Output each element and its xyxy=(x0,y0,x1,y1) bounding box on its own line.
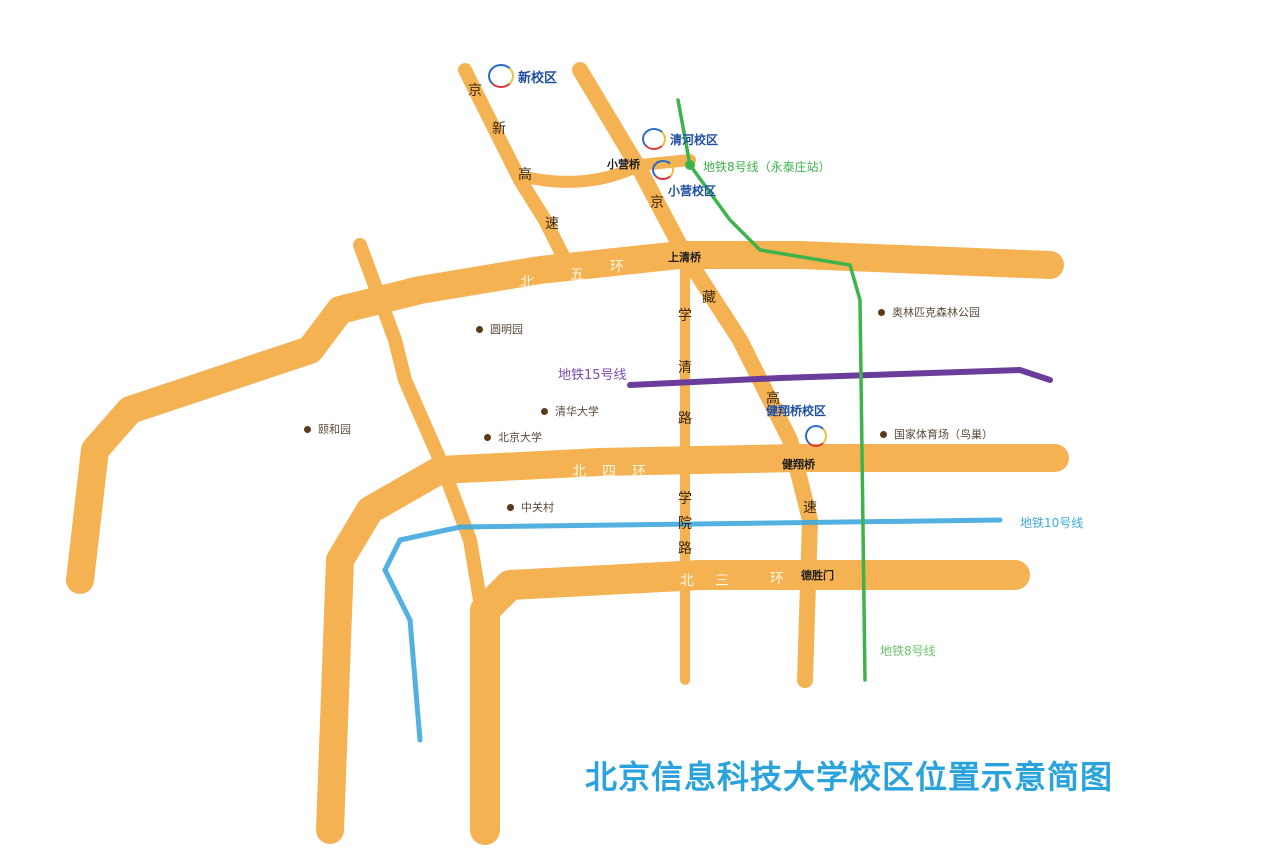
poi-dot-icon xyxy=(880,430,887,438)
jingzang-label: 速 xyxy=(803,500,817,516)
poi-dot-icon xyxy=(304,425,311,433)
ring3-label: 北 xyxy=(680,573,694,589)
jingxin-expressway xyxy=(458,63,572,267)
ring5-label: 环 xyxy=(610,259,624,275)
campus-label: 清河校区 xyxy=(670,132,719,147)
xueyuan-label: 路 xyxy=(678,541,692,557)
metro8-station-label: 地铁8号线（永泰庄站） xyxy=(703,160,831,174)
ring5-label: 北 xyxy=(520,275,534,291)
bridge-deshengmen: 德胜门 xyxy=(801,569,834,582)
xueqing-label: 清 xyxy=(678,360,692,376)
xueqing-label: 学 xyxy=(678,308,692,324)
metro10-label: 地铁10号线 xyxy=(1020,516,1084,530)
campus-logo-icon xyxy=(652,160,674,180)
poi-dot-icon xyxy=(476,325,483,333)
campus-logo-icon xyxy=(642,128,666,150)
ring4-label: 环 xyxy=(632,464,646,480)
poi-zhongguancun: 中关村 xyxy=(507,499,554,515)
jingxin-label: 速 xyxy=(545,216,559,232)
poi-dot-icon xyxy=(541,407,548,415)
campus-logo-icon xyxy=(488,64,514,88)
poi-dot-icon xyxy=(507,503,514,511)
western-road xyxy=(353,238,487,607)
poi-yuanmingyuan: 圆明园 xyxy=(476,321,523,337)
metro8-label: 地铁8号线 xyxy=(880,644,936,658)
poi-yiheyuan: 颐和园 xyxy=(304,421,351,437)
ring3-label: 环 xyxy=(770,571,784,587)
poi-dot-icon xyxy=(484,433,491,441)
xueqing-label: 路 xyxy=(678,411,692,427)
ring5-label: 五 xyxy=(570,267,584,283)
north-5th-ring-road xyxy=(66,241,1064,594)
metro15-label: 地铁15号线 xyxy=(558,368,627,383)
bridge-jianxiang: 健翔桥 xyxy=(782,458,815,471)
jingzang-label: 京 xyxy=(650,195,664,211)
jingzang-label: 高 xyxy=(766,391,780,407)
jingxin-label: 京 xyxy=(468,83,482,99)
campus-qinghe[interactable]: 清河校区 xyxy=(642,128,718,150)
yongtaizhuang-station-marker xyxy=(685,160,695,170)
jingzang-label: 藏 xyxy=(702,290,716,306)
campus-label: 小营校区 xyxy=(668,184,717,198)
campus-label: 健翔桥校区 xyxy=(765,404,826,418)
ring4-label: 四 xyxy=(602,464,616,480)
jingxin-label: 高 xyxy=(518,167,532,183)
poi-pku: 北京大学 xyxy=(484,429,542,445)
xueyuan-label: 院 xyxy=(678,516,692,532)
bridge-xiaoying: 小营桥 xyxy=(607,158,640,171)
metro-line-15 xyxy=(627,366,1053,388)
bridge-shangqing: 上清桥 xyxy=(668,251,701,264)
metro-line-10 xyxy=(382,517,1003,743)
campus-label: 新校区 xyxy=(518,70,558,86)
campus-logo-icon xyxy=(805,425,827,447)
ring4-label: 北 xyxy=(572,464,586,480)
campus-xiaoying[interactable]: 小营校区 xyxy=(652,160,716,199)
poi-birds-nest: 国家体育场（鸟巢） xyxy=(880,426,993,442)
ring3-label: 三 xyxy=(715,573,729,589)
campus-jianxiangqiao[interactable]: 健翔桥校区 xyxy=(765,402,827,447)
map-title: 北京信息科技大学校区位置示意简图 xyxy=(585,758,1114,796)
xueyuan-label: 学 xyxy=(678,491,692,507)
poi-olympic-forest-park: 奥林匹克森林公园 xyxy=(878,304,980,320)
campus-new[interactable]: 新校区 xyxy=(488,64,557,88)
jingxin-label: 新 xyxy=(492,121,506,137)
poi-dot-icon xyxy=(878,308,885,316)
poi-tsinghua: 清华大学 xyxy=(541,403,599,419)
